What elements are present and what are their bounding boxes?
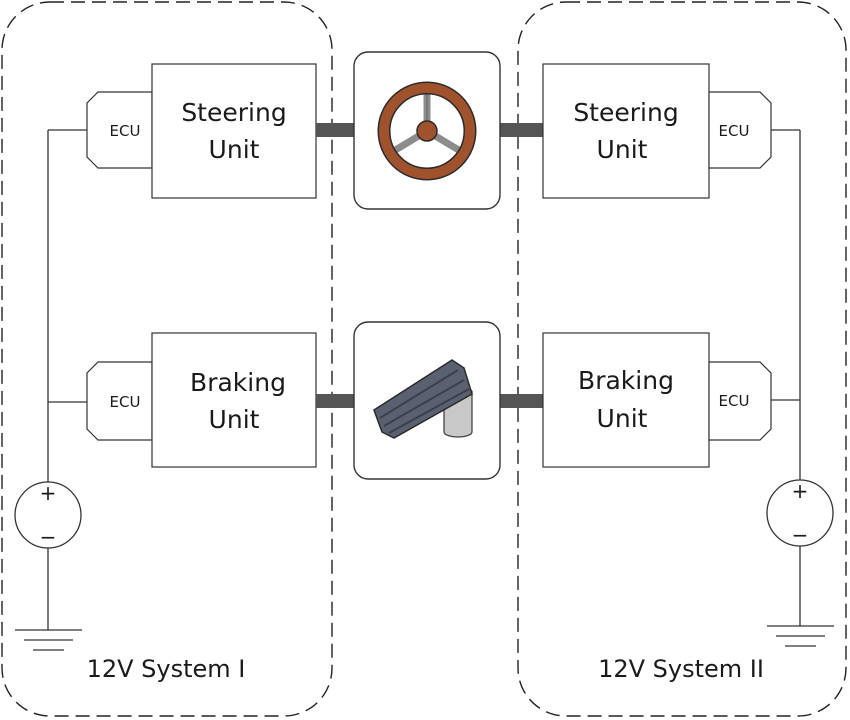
unit-label-line2: Unit xyxy=(209,405,260,434)
steering-unit-left: Steering Unit xyxy=(151,63,317,199)
brake-pedal-icon xyxy=(373,359,473,439)
battery-right: + − xyxy=(766,479,834,547)
unit-label-line2: Unit xyxy=(597,404,648,433)
ecu-steering-left: ECU xyxy=(86,91,153,169)
braking-unit-left: Braking Unit xyxy=(151,332,317,468)
braking-unit-right: Braking Unit xyxy=(542,332,710,468)
battery-plus-right: + xyxy=(792,479,809,503)
ecu-label: ECU xyxy=(719,392,750,410)
brake-pedal-panel xyxy=(353,321,501,480)
shaft-steering-left xyxy=(316,123,354,137)
battery-minus-left: − xyxy=(40,525,57,549)
ecu-label: ECU xyxy=(719,122,750,140)
ecu-braking-left: ECU xyxy=(86,361,153,441)
battery-minus-right: − xyxy=(792,523,809,547)
unit-label-line1: Steering xyxy=(573,98,678,127)
unit-label-line1: Braking xyxy=(578,366,674,395)
system-boundary-left xyxy=(1,1,333,717)
steering-unit-right: Steering Unit xyxy=(542,63,710,199)
system-boundary-right xyxy=(517,1,847,717)
unit-label-line2: Unit xyxy=(597,135,648,164)
battery-plus-left: + xyxy=(40,481,57,505)
ground-symbol-left xyxy=(15,629,82,651)
ecu-label: ECU xyxy=(110,122,141,140)
steering-wheel-panel xyxy=(353,51,501,210)
left-wiring xyxy=(47,129,87,630)
system-label-left: 12V System I xyxy=(87,655,246,683)
battery-left: + − xyxy=(14,481,82,549)
shaft-braking-right xyxy=(500,394,544,408)
ecu-label: ECU xyxy=(110,393,141,411)
ground-symbol-right xyxy=(767,625,834,647)
system-label-right: 12V System II xyxy=(598,655,764,683)
ecu-braking-right: ECU xyxy=(708,361,772,441)
unit-label-line1: Steering xyxy=(181,98,286,127)
shaft-steering-right xyxy=(500,123,544,137)
shaft-braking-left xyxy=(316,394,354,408)
ecu-steering-right: ECU xyxy=(708,91,772,169)
unit-label-line1: Braking xyxy=(190,368,286,397)
unit-label-line2: Unit xyxy=(209,135,260,164)
right-wiring xyxy=(771,129,801,626)
steering-wheel-icon xyxy=(377,81,477,181)
